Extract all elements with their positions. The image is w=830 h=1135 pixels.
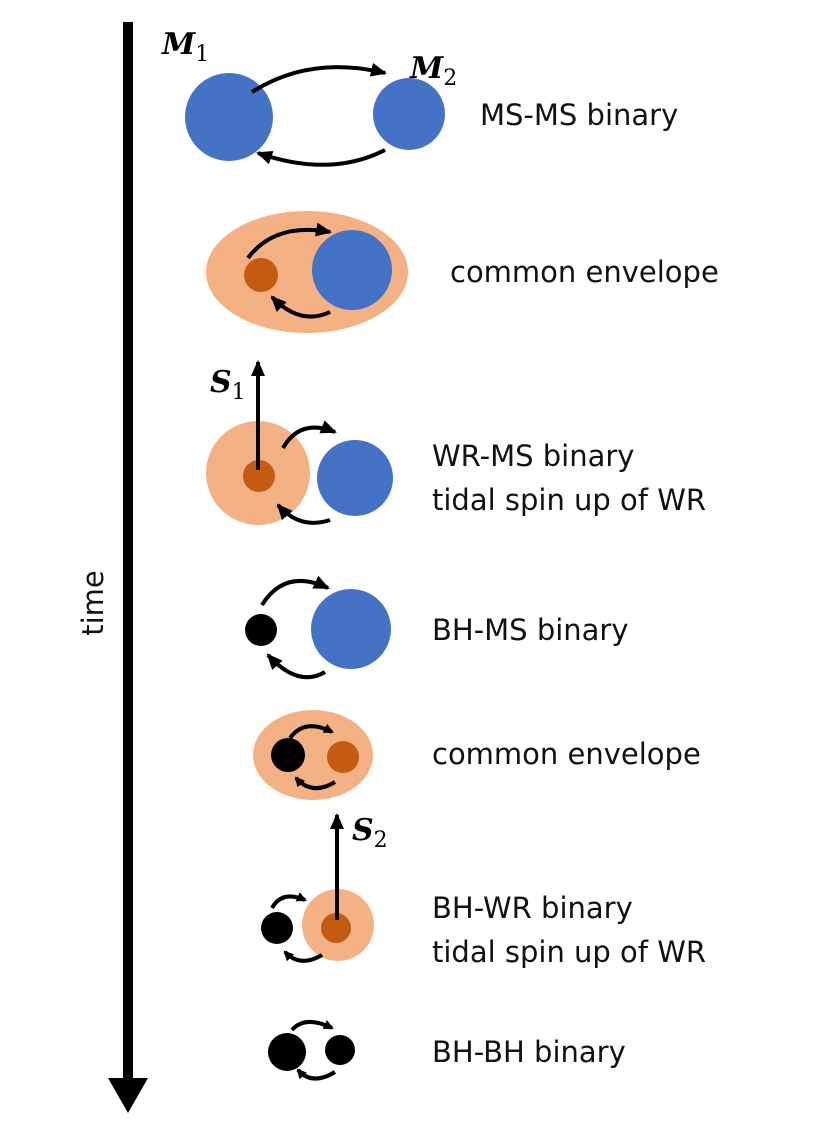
orbit-arrow-top	[270, 892, 307, 910]
orbit-arrow-top	[250, 62, 387, 94]
orbit-arrow-bottom	[283, 950, 324, 963]
black-hole-1	[268, 1033, 306, 1071]
stage-ms-ms-binary: M1 M2	[161, 27, 457, 167]
orbit-arrow-top	[260, 575, 330, 607]
main-sequence-star	[317, 440, 393, 516]
stage-label-common-envelope-1: common envelope	[450, 255, 719, 289]
stage-label-bh-wr: BH-WR binary	[432, 891, 633, 925]
time-axis: time	[76, 22, 148, 1113]
black-hole	[245, 614, 277, 646]
stage-wr-ms-binary: S1	[206, 360, 393, 525]
spin-label-s2: S2	[352, 813, 388, 853]
main-sequence-star	[311, 589, 391, 669]
orbit-arrow-bottom	[294, 776, 337, 790]
mass-label-m2: M2	[409, 51, 457, 91]
orbit-arrow-top	[290, 1020, 334, 1032]
time-axis-label: time	[76, 570, 110, 636]
stage-common-envelope-1	[206, 211, 408, 333]
time-axis-arrowhead	[108, 1078, 148, 1113]
stage-label-bh-bh: BH-BH binary	[432, 1035, 626, 1069]
orbit-arrow-bottom	[296, 1068, 337, 1081]
stage-labels: MS-MS binary common envelope WR-MS binar…	[432, 98, 719, 1069]
main-sequence-star	[312, 230, 392, 310]
main-sequence-star-2	[373, 78, 445, 150]
stage-common-envelope-2	[253, 710, 373, 800]
stage-label-bh-wr-spin: tidal spin up of WR	[432, 935, 706, 969]
wolf-rayet-core	[244, 258, 278, 292]
stage-bh-wr-binary: S2	[261, 813, 388, 963]
stage-label-wr-ms: WR-MS binary	[432, 439, 634, 473]
stage-label-common-envelope-2: common envelope	[432, 737, 701, 771]
black-hole-2	[325, 1035, 355, 1065]
orbit-arrow-bottom	[256, 148, 386, 167]
orbit-arrow-bottom	[276, 503, 331, 525]
wolf-rayet-core	[327, 741, 359, 773]
stage-label-wr-ms-spin: tidal spin up of WR	[432, 483, 706, 517]
orbit-arrow-top	[288, 723, 334, 740]
spin-label-s1: S1	[210, 365, 246, 405]
common-envelope	[253, 710, 373, 800]
stage-label-ms-ms: MS-MS binary	[480, 98, 678, 132]
stage-bh-ms-binary	[245, 575, 391, 680]
wolf-rayet-core	[321, 913, 351, 943]
black-hole	[271, 738, 305, 772]
main-sequence-star-1	[185, 73, 273, 161]
orbit-arrow-top	[281, 420, 337, 450]
orbit-arrow-bottom	[270, 295, 331, 319]
black-hole	[261, 912, 293, 944]
stage-bh-bh-binary	[268, 1020, 355, 1081]
orbit-arrow-bottom	[266, 653, 327, 680]
mass-label-m1: M1	[161, 27, 209, 67]
stage-label-bh-ms: BH-MS binary	[432, 613, 629, 647]
orbit-arrow-top	[246, 222, 332, 260]
wolf-rayet-core	[243, 460, 275, 492]
